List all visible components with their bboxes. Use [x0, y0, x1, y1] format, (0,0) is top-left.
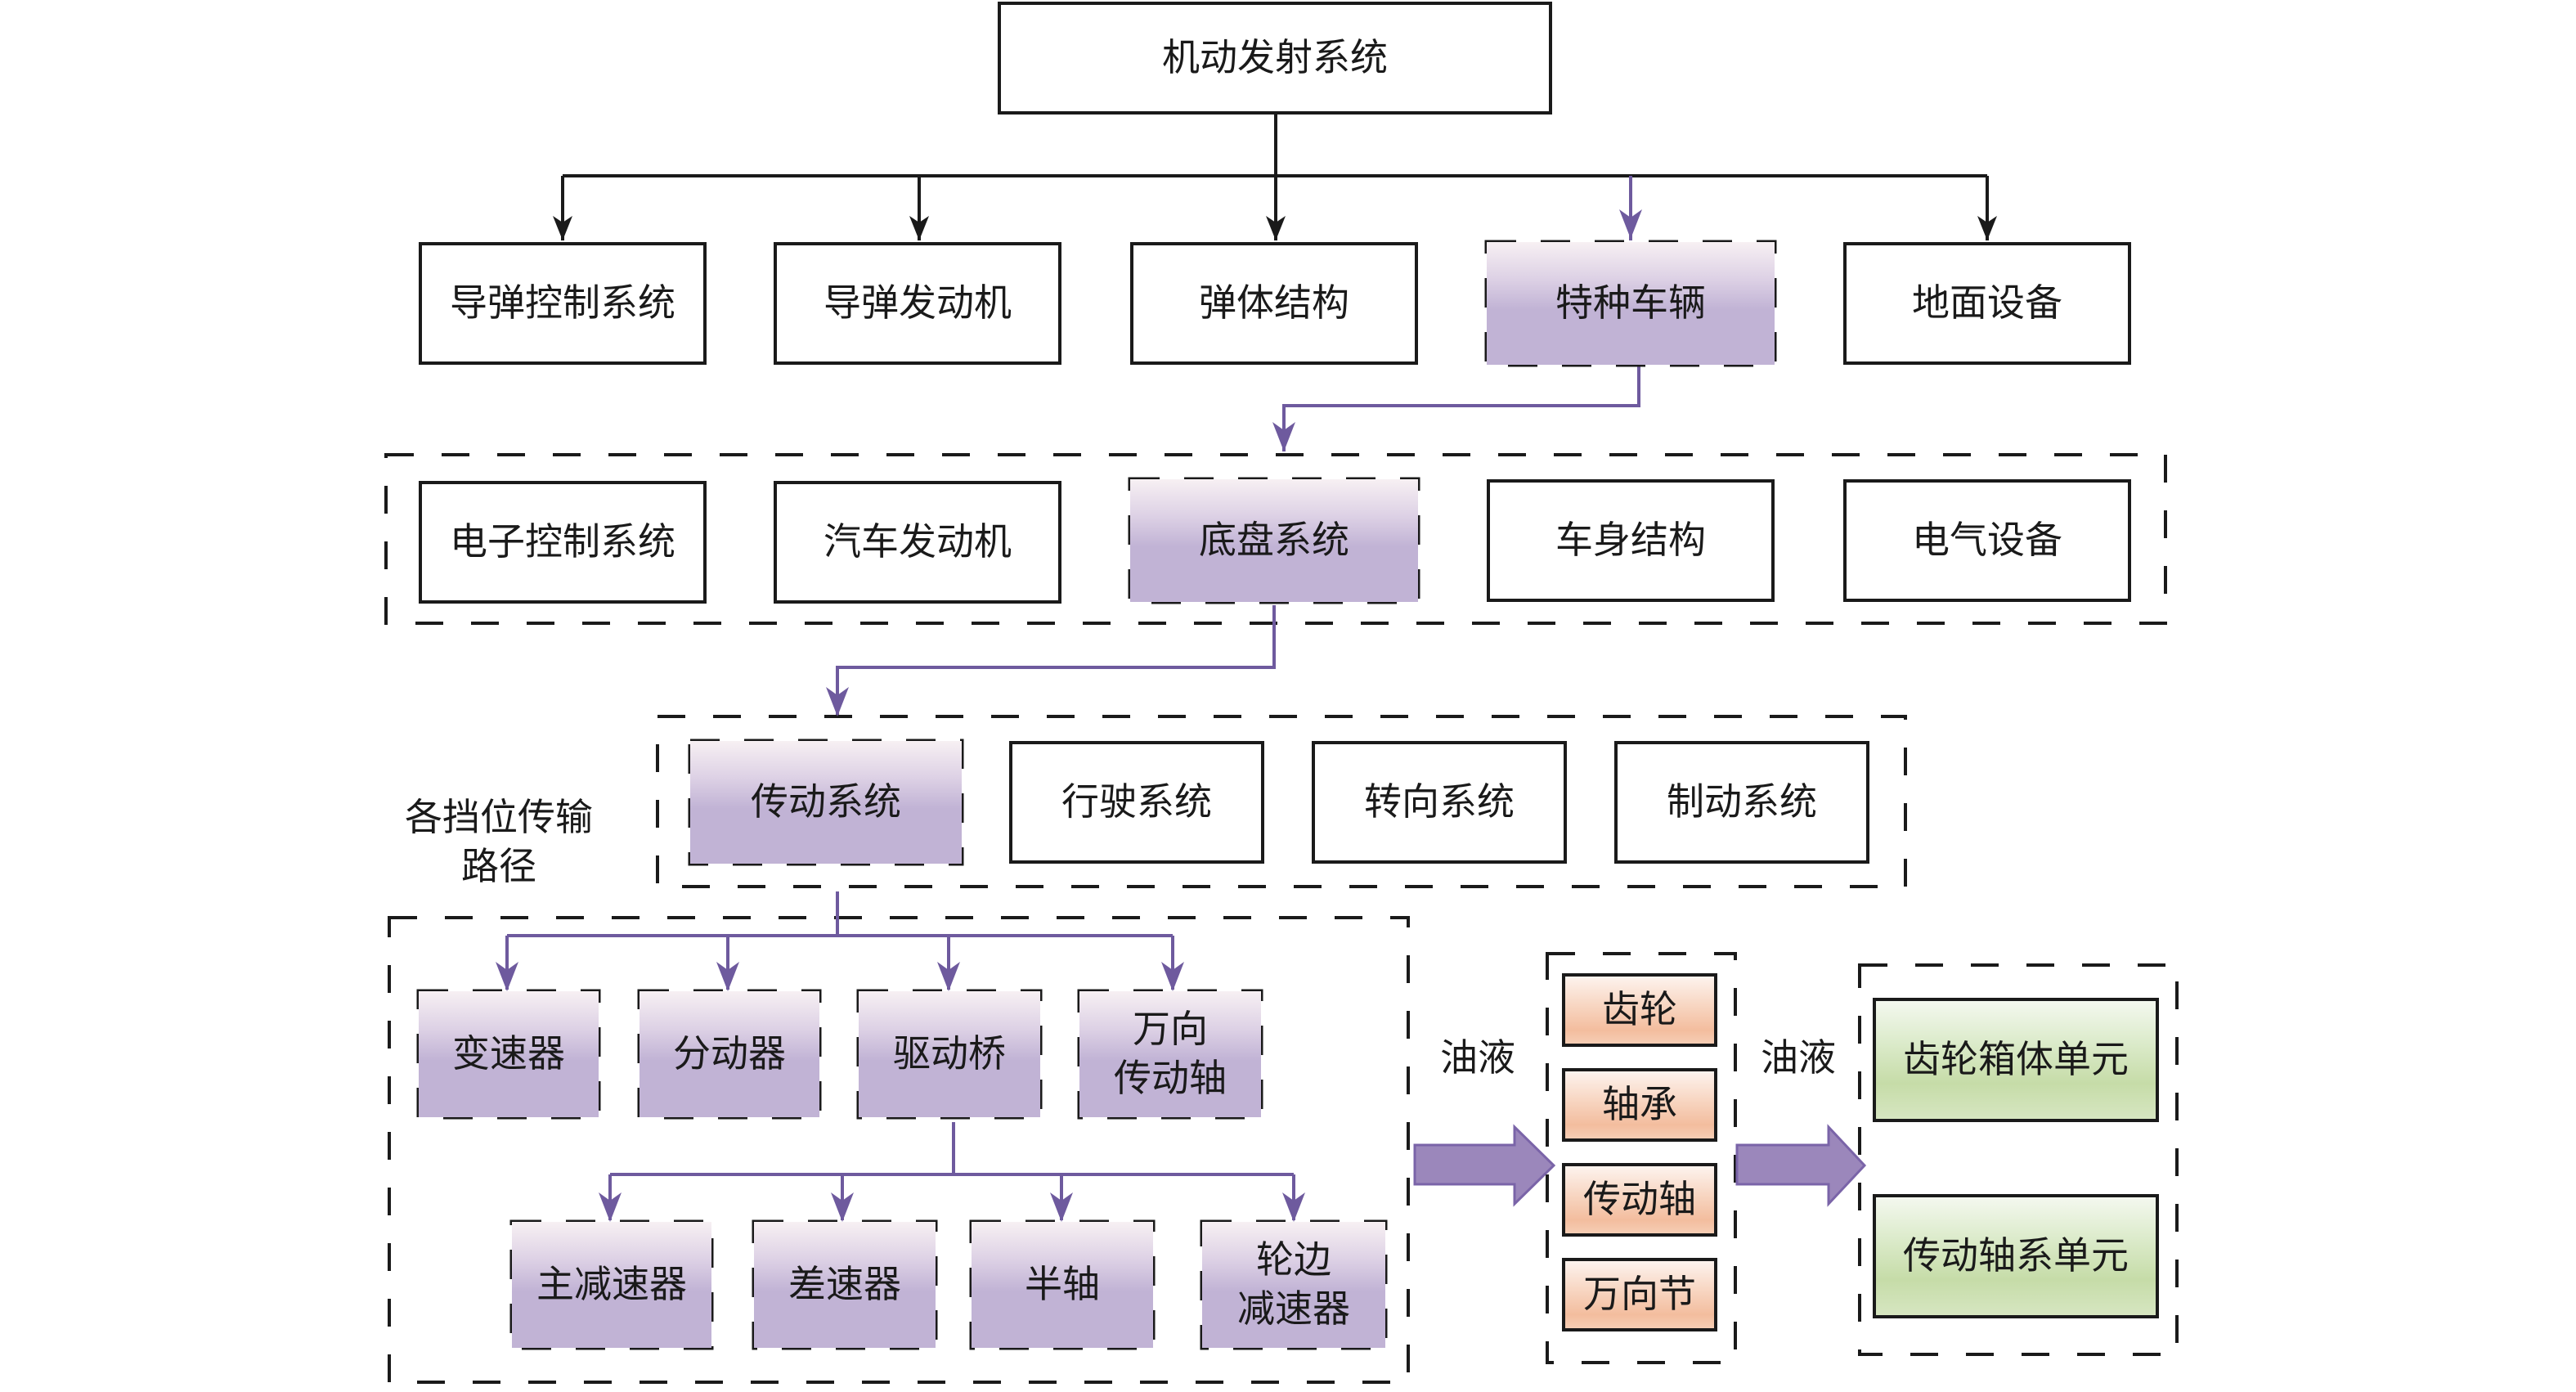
connector-top-tree: [561, 115, 1989, 240]
root-node-label: 机动发射系统: [1162, 35, 1388, 80]
unit-label: 传动轴系单元: [1903, 1233, 2129, 1278]
unit-gearbox-housing: 齿轮箱体单元: [1873, 998, 2159, 1122]
node-label-line-1: 万向: [1133, 1007, 1208, 1052]
container-components: [1546, 952, 1737, 1364]
flow-arrow-2: [1735, 1124, 1867, 1207]
node-half-shaft: 半轴: [972, 1222, 1153, 1348]
node-universal-drive-shaft: 万向 传动轴: [1079, 991, 1261, 1117]
node-braking-system: 制动系统: [1614, 741, 1869, 864]
component-label: 齿轮: [1602, 987, 1677, 1032]
node-label: 主减速器: [536, 1262, 687, 1307]
node-steering-system: 转向系统: [1312, 741, 1567, 864]
node-label-line-1: 轮边: [1256, 1237, 1331, 1282]
container-chassis-subsystems: [656, 715, 1907, 888]
node-label: 导弹发动机: [824, 281, 1012, 326]
node-label: 汽车发动机: [824, 519, 1012, 564]
component-gear: 齿轮: [1562, 973, 1717, 1047]
node-missile-body-structure: 弹体结构: [1130, 242, 1418, 365]
unit-drive-shaft-system: 传动轴系单元: [1873, 1194, 2159, 1318]
component-universal-joint: 万向节: [1562, 1258, 1717, 1331]
node-label-line-2: 传动轴: [1114, 1056, 1227, 1100]
node-label: 底盘系统: [1199, 518, 1349, 563]
flow-label-oil-2: 油液: [1761, 1035, 1836, 1080]
node-main-reducer: 主减速器: [512, 1222, 711, 1348]
container-units: [1858, 963, 2179, 1356]
node-label: 特种车辆: [1555, 281, 1706, 326]
node-missile-control-system: 导弹控制系统: [419, 242, 707, 365]
root-node-launch-system: 机动发射系统: [998, 2, 1552, 115]
node-label: 车身结构: [1555, 518, 1706, 563]
component-label: 轴承: [1602, 1082, 1677, 1127]
node-vehicle-engine: 汽车发动机: [774, 481, 1061, 604]
node-running-system: 行驶系统: [1009, 741, 1264, 864]
node-wheel-reducer: 轮边 减速器: [1202, 1222, 1385, 1348]
arrowheads-purple: [496, 209, 1642, 1222]
node-ground-equipment: 地面设备: [1843, 242, 2131, 365]
node-drive-axle: 驱动桥: [859, 991, 1040, 1117]
node-body-structure: 车身结构: [1487, 479, 1775, 602]
component-label: 传动轴: [1583, 1177, 1696, 1222]
node-transfer-case: 分动器: [640, 991, 819, 1117]
node-label: 弹体结构: [1199, 281, 1349, 326]
container-transmission-path: [388, 916, 1410, 1384]
node-transmission-system: 传动系统: [690, 741, 962, 864]
node-electronic-control-system: 电子控制系统: [419, 481, 707, 604]
node-label: 传动系统: [751, 779, 901, 824]
arrowheads-black: [553, 216, 1997, 240]
node-label: 电子控制系统: [450, 519, 675, 564]
node-gearbox: 变速器: [419, 991, 599, 1117]
node-differential: 差速器: [754, 1222, 936, 1348]
node-chassis-system: 底盘系统: [1130, 479, 1418, 602]
node-label-line-2: 减速器: [1237, 1286, 1350, 1331]
node-label: 电气设备: [1912, 518, 2062, 563]
component-label: 万向节: [1583, 1272, 1696, 1317]
component-bearing: 轴承: [1562, 1068, 1717, 1142]
node-label: 驱动桥: [893, 1031, 1006, 1076]
node-label: 导弹控制系统: [450, 281, 675, 326]
node-label: 半轴: [1025, 1262, 1100, 1307]
path-label-line-2: 路径: [461, 843, 536, 888]
path-label-line-1: 各挡位传输: [405, 795, 593, 839]
flow-arrow-1: [1413, 1124, 1556, 1207]
node-missile-engine: 导弹发动机: [774, 242, 1061, 365]
node-label: 差速器: [788, 1262, 901, 1307]
node-label: 制动系统: [1667, 779, 1817, 824]
node-electrical-equipment: 电气设备: [1843, 479, 2131, 602]
node-label: 地面设备: [1912, 281, 2062, 326]
node-label: 行驶系统: [1061, 779, 1212, 824]
node-label: 转向系统: [1364, 779, 1515, 824]
transmission-path-label: 各挡位传输 路径: [376, 793, 622, 891]
node-special-vehicle: 特种车辆: [1487, 242, 1775, 365]
node-label: 分动器: [673, 1031, 786, 1076]
connector-purple-paths: [505, 176, 1640, 1220]
component-drive-shaft: 传动轴: [1562, 1163, 1717, 1237]
unit-label: 齿轮箱体单元: [1903, 1037, 2129, 1082]
flow-label-oil-1: 油液: [1440, 1035, 1515, 1080]
node-label: 变速器: [452, 1031, 565, 1076]
